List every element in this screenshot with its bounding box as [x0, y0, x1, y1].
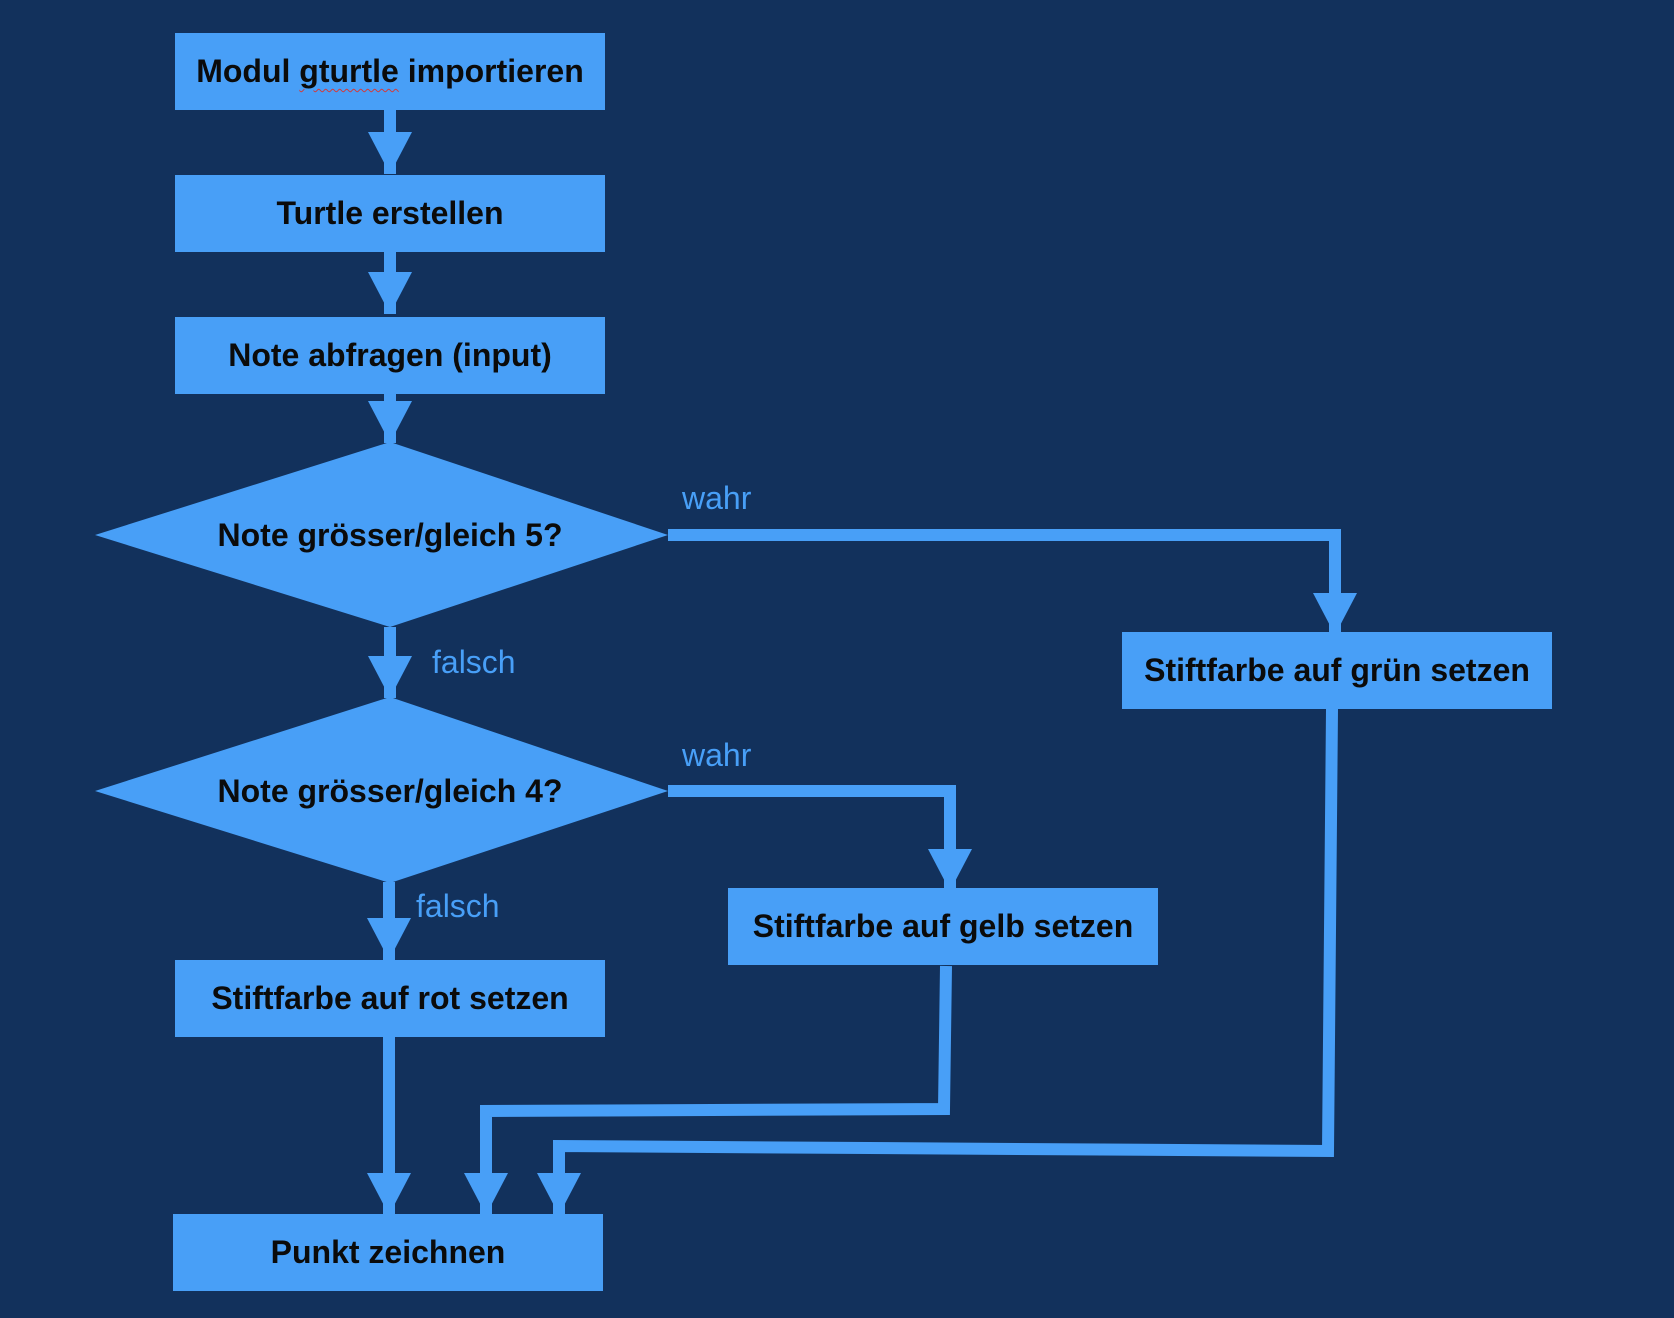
node-red-label: Stiftfarbe auf rot setzen [211, 980, 569, 1016]
node-create-turtle: Turtle erstellen [175, 175, 605, 252]
decision-cond5-label: Note grösser/gleich 5? [217, 516, 563, 553]
decision-diamond-cond4 [95, 697, 668, 883]
node-green-label: Stiftfarbe auf grün setzen [1144, 652, 1530, 688]
node-set-red: Stiftfarbe auf rot setzen [175, 960, 605, 1037]
decision-diamond-cond5 [95, 442, 668, 627]
decision-cond4-label: Note grösser/gleich 4? [217, 772, 563, 809]
node-dot-label: Punkt zeichnen [270, 1234, 506, 1270]
edge-label-cond4-true: wahr [682, 737, 752, 773]
edge-cond4-yellow [668, 785, 972, 891]
node-input-grade: Note abfragen (input) [175, 317, 605, 394]
edge-yellow-dot [464, 965, 952, 1215]
edge-label-cond5-false: falsch [432, 644, 516, 680]
node-set-yellow: Stiftfarbe auf gelb setzen [728, 888, 1158, 965]
node-create-label: Turtle erstellen [276, 195, 504, 231]
node-import-module: Modul gturtle importieren [175, 33, 605, 110]
edge-label-cond4-false: falsch [416, 888, 500, 924]
node-import-label: Modul gturtle importieren [196, 53, 584, 89]
edge-cond5-green [668, 529, 1357, 635]
node-yellow-label: Stiftfarbe auf gelb setzen [752, 908, 1134, 944]
node-input-label: Note abfragen (input) [228, 337, 552, 373]
edge-green-dot [537, 708, 1338, 1215]
edge-label-cond5-true: wahr [682, 480, 752, 516]
node-set-green: Stiftfarbe auf grün setzen [1122, 632, 1552, 709]
spellcheck-word: gturtle [299, 53, 399, 89]
node-draw-dot: Punkt zeichnen [173, 1214, 603, 1291]
